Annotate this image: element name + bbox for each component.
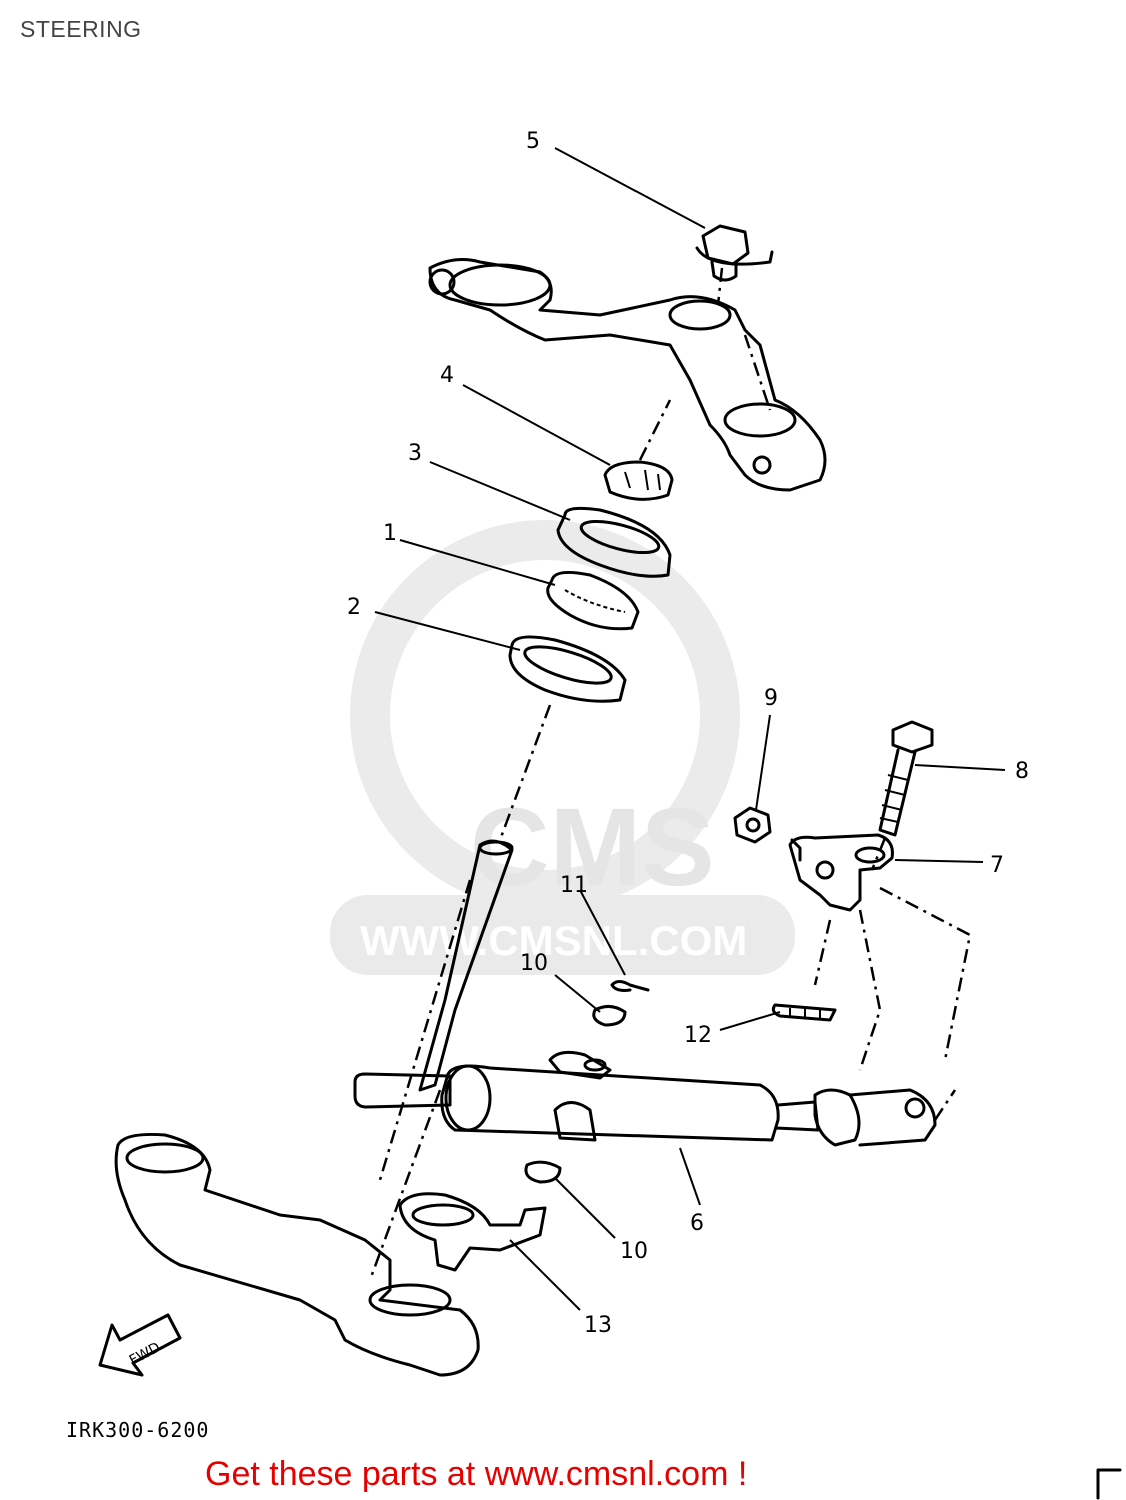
callout-6: 6 bbox=[690, 1211, 704, 1236]
part-11-cotter-pin bbox=[610, 980, 650, 992]
callout-2: 2 bbox=[347, 595, 361, 620]
leader-lines bbox=[374, 147, 1006, 1311]
callout-4: 4 bbox=[440, 363, 454, 388]
callout-11: 11 bbox=[560, 873, 588, 898]
drawing-code: IRK300-6200 bbox=[66, 1418, 210, 1442]
part-6-steering-damper bbox=[353, 1050, 957, 1147]
callout-1: 1 bbox=[383, 521, 397, 546]
callout-8: 8 bbox=[1015, 759, 1029, 784]
callout-10-upper: 10 bbox=[520, 951, 548, 976]
page-title: STEERING bbox=[20, 16, 142, 42]
part-9-nut bbox=[733, 806, 772, 844]
callout-12: 12 bbox=[684, 1023, 712, 1048]
lower-bracket bbox=[114, 1133, 480, 1377]
callout-7: 7 bbox=[990, 853, 1004, 878]
callout-labels: 5 4 3 1 2 9 8 7 11 10 12 6 10 13 bbox=[347, 129, 1029, 1338]
part-1-bearing bbox=[546, 570, 640, 631]
get-parts-link[interactable]: Get these parts at www.cmsnl.com ! bbox=[205, 1455, 748, 1493]
watermark-url: WWW.CMSNL.COM bbox=[360, 917, 747, 964]
part-5-steering-stem-bolt bbox=[695, 224, 774, 282]
callout-9: 9 bbox=[764, 686, 778, 711]
part-8-bolt bbox=[870, 720, 934, 871]
part-3-seal bbox=[556, 506, 672, 578]
part-7-damper-clamp bbox=[788, 833, 972, 1071]
callout-3: 3 bbox=[408, 441, 422, 466]
upper-bracket bbox=[428, 258, 827, 492]
callout-13: 13 bbox=[584, 1313, 612, 1338]
fwd-arrow-icon: FWD bbox=[98, 1313, 182, 1377]
cms-watermark-logo: CMS WWW.CMSNL.COM bbox=[330, 520, 795, 975]
part-12-pin bbox=[771, 1003, 837, 1022]
part-2-lower-bearing bbox=[508, 635, 627, 703]
fwd-label: FWD bbox=[127, 1339, 163, 1368]
callout-5: 5 bbox=[526, 129, 540, 154]
corner-mark bbox=[1096, 1468, 1122, 1500]
part-10-washer-upper bbox=[592, 1005, 627, 1027]
part-13-damper-bracket bbox=[398, 1192, 547, 1272]
part-4-ring-nut bbox=[603, 399, 674, 501]
steering-stem bbox=[368, 704, 552, 1281]
callout-10-lower: 10 bbox=[620, 1239, 648, 1264]
